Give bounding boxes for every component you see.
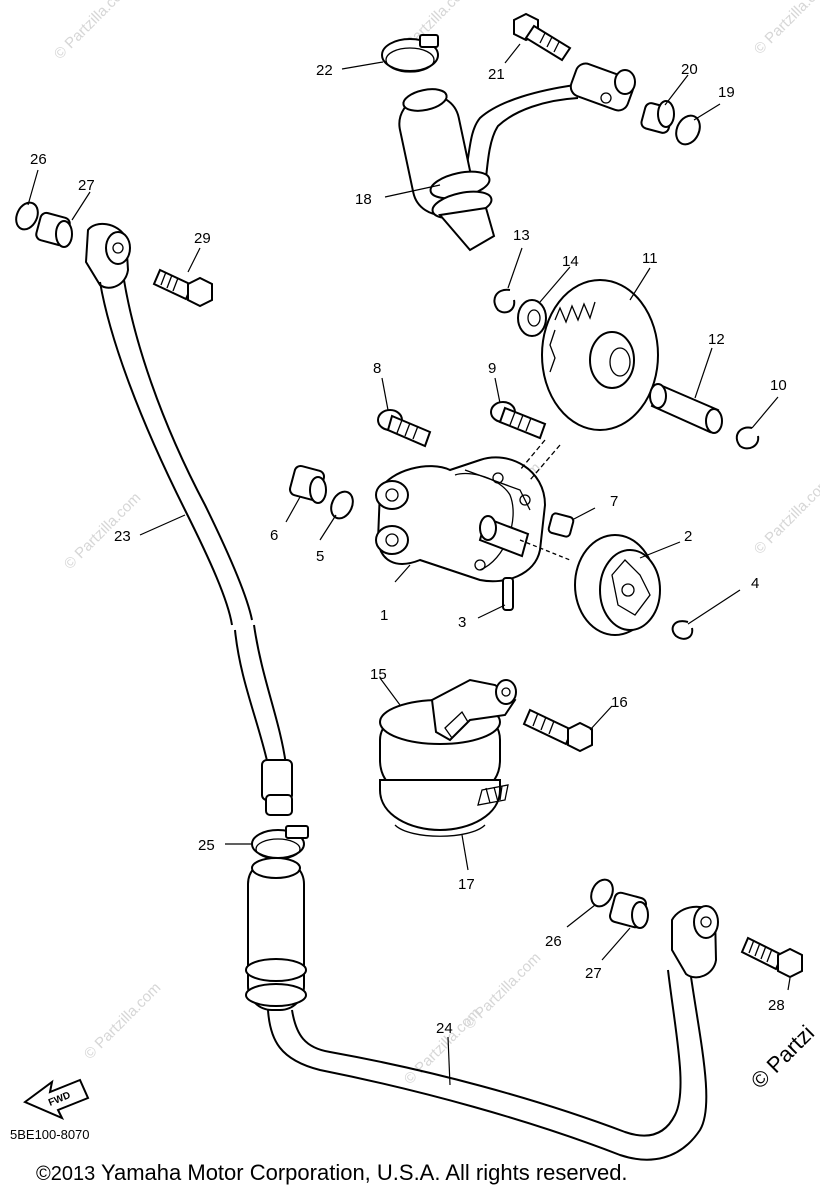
hose-clamp-25 [251, 825, 309, 860]
forward-arrow-icon: FWD [23, 1078, 90, 1121]
lower-oil-tube-24 [245, 857, 708, 1161]
watermark: © Partzilla.com [751, 474, 820, 557]
watermark: © Partzilla.com [51, 0, 134, 63]
callout-5: 5 [316, 548, 324, 565]
copyright-text: Yamaha Motor Corporation, U.S.A. All rig… [100, 1160, 628, 1185]
callout-3: 3 [458, 614, 466, 631]
hose-clamp-22 [381, 34, 439, 73]
oil-strainer-15 [379, 678, 517, 802]
callout-26-top: 26 [30, 151, 47, 168]
o-ring-26-bottom [590, 878, 614, 908]
bolt-21 [513, 12, 572, 62]
oil-pump-body-1 [375, 456, 547, 583]
callout-14: 14 [562, 253, 579, 270]
o-ring-5 [330, 490, 354, 520]
callout-numbers: 1 2 3 4 5 6 7 8 9 10 11 12 13 14 15 16 1… [30, 61, 787, 1037]
collar-27-bottom [609, 891, 649, 929]
collar-6 [288, 464, 327, 504]
callout-23: 23 [114, 528, 131, 545]
callout-12: 12 [708, 331, 725, 348]
callout-7: 7 [610, 493, 618, 510]
diagram-code: 5BE100-8070 [10, 1127, 90, 1142]
corner-watermark: © Partzi [746, 1020, 819, 1093]
watermark: © Partzilla.com [81, 979, 164, 1062]
callout-29: 29 [194, 230, 211, 247]
circlip-13 [493, 288, 516, 314]
bolt-28 [740, 936, 803, 979]
callout-27-top: 27 [78, 177, 95, 194]
callout-15: 15 [370, 666, 387, 683]
callout-20: 20 [681, 61, 698, 78]
pump-rotor-2 [574, 534, 661, 636]
callout-13: 13 [513, 227, 530, 244]
callout-9: 9 [488, 360, 496, 377]
callout-19: 19 [718, 84, 735, 101]
watermark: © Partzilla.com [751, 0, 820, 58]
watermark: © Partzilla.com [61, 489, 144, 572]
bolt-9 [490, 401, 561, 481]
callout-16: 16 [611, 694, 628, 711]
dowel-7 [547, 512, 575, 538]
callout-leaders [27, 43, 791, 1086]
callout-8: 8 [373, 360, 381, 377]
callout-22: 22 [316, 62, 333, 79]
pump-gear-11 [541, 279, 659, 431]
watermark: © Partzilla.com [461, 949, 544, 1032]
pump-shaft [478, 515, 571, 561]
callout-27-bottom: 27 [585, 965, 602, 982]
bolt-8 [377, 409, 432, 448]
callout-2: 2 [684, 528, 692, 545]
gear-shaft-12 [649, 383, 723, 434]
circlip-4 [671, 620, 694, 640]
callout-4: 4 [751, 575, 759, 592]
banjo-fitting-right [671, 905, 719, 979]
callout-28: 28 [768, 997, 785, 1014]
o-ring-19 [675, 114, 701, 146]
bolt-29 [152, 268, 213, 308]
washer-14 [517, 299, 547, 337]
callout-25: 25 [198, 837, 215, 854]
callout-11: 11 [642, 250, 658, 267]
circlip-10 [735, 426, 760, 450]
bolt-16 [522, 708, 593, 753]
callout-1: 1 [380, 607, 388, 624]
callout-17: 17 [458, 876, 475, 893]
banjo-fitting-left [84, 222, 131, 289]
copyright-notice: ©2013 Yamaha Motor Corporation, U.S.A. A… [36, 1160, 628, 1186]
oil-hose-23 [99, 279, 293, 816]
collar-20 [640, 100, 675, 134]
callout-10: 10 [770, 377, 787, 394]
copyright-year: ©2013 [36, 1163, 96, 1185]
pin-3 [502, 577, 514, 611]
upper-oil-tube [398, 62, 636, 252]
callout-24: 24 [436, 1020, 453, 1037]
o-ring-26-top [15, 201, 39, 231]
callout-18: 18 [355, 191, 372, 208]
callout-6: 6 [270, 527, 278, 544]
collar-27-top [35, 211, 73, 248]
strainer-screen-17 [379, 779, 509, 837]
callout-21: 21 [488, 66, 505, 83]
callout-26-bottom: 26 [545, 933, 562, 950]
